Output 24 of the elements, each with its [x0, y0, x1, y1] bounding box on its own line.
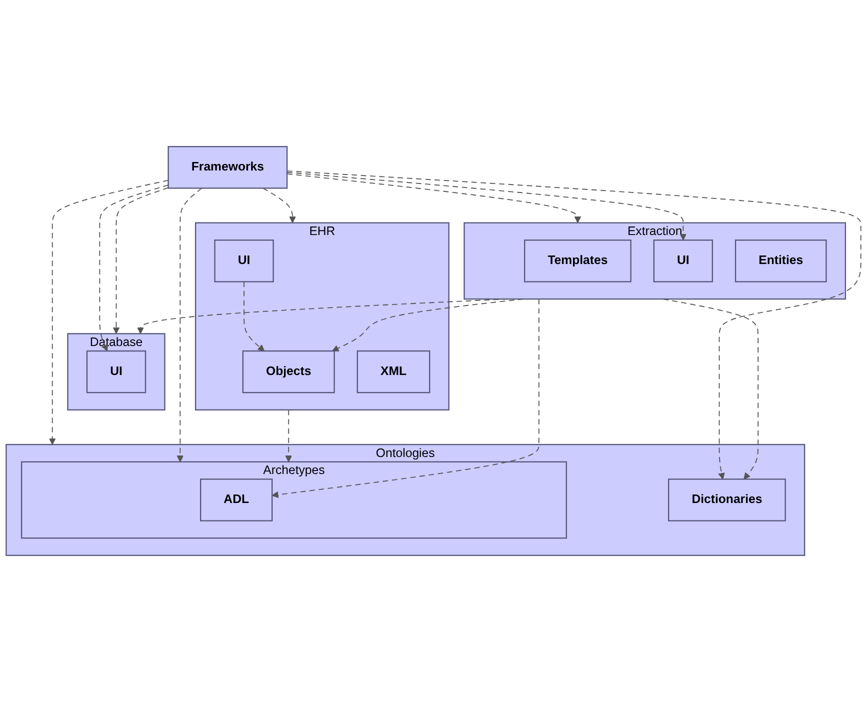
arrow	[244, 281, 265, 352]
arrow	[137, 298, 509, 334]
arrow	[285, 409, 292, 462]
node-box: UI	[653, 240, 713, 282]
arrow	[272, 298, 540, 498]
node-box: UI	[214, 240, 274, 282]
arrow	[332, 298, 524, 352]
node-box: Frameworks	[168, 146, 288, 189]
arrow	[286, 173, 582, 224]
node-box: UI	[86, 350, 146, 394]
arrow	[176, 188, 202, 462]
arrow	[286, 170, 862, 480]
arrow	[99, 184, 169, 352]
node-box: Dictionaries	[668, 478, 786, 522]
arrow	[286, 172, 687, 240]
node-box: Templates	[524, 240, 632, 282]
arrow	[662, 298, 759, 480]
arrow	[112, 187, 169, 334]
node-box: Objects	[242, 350, 335, 394]
arrow	[48, 180, 169, 445]
node-box: XML	[356, 350, 430, 394]
node-box: Entities	[734, 240, 827, 282]
node-box: ADL	[200, 478, 273, 522]
arrow	[262, 188, 296, 224]
